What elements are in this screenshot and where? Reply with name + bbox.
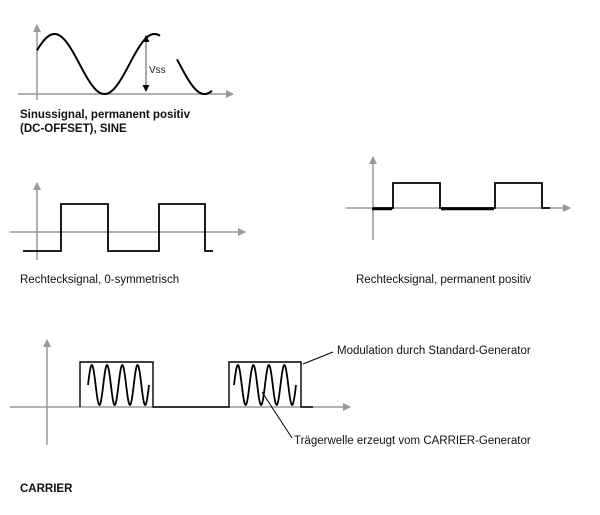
sine-curve [36, 33, 213, 95]
sine-caption-line2: (DC-OFFSET), SINE [20, 123, 127, 135]
carrier-burst-2 [233, 363, 297, 407]
square-sym-caption: Rechtecksignal, 0-symmetrisch [20, 274, 180, 286]
square-positive-panel [346, 156, 571, 240]
square-symmetric-panel [10, 182, 246, 260]
sine-panel [18, 24, 234, 100]
sine-caption-line1: Sinussignal, permanent positiv [20, 109, 190, 121]
modulation-annotation: Modulation durch Standard-Generator [337, 345, 531, 357]
modulation-envelope [79, 361, 313, 408]
carrier-burst-1 [87, 363, 150, 407]
square-pos-wave [373, 182, 550, 209]
vss-label: Vss [149, 65, 166, 76]
carrier-annotation: Trägerwelle erzeugt vom CARRIER-Generato… [294, 435, 531, 447]
square-pos-caption: Rechtecksignal, permanent positiv [356, 274, 532, 286]
carrier-pointer [261, 391, 293, 439]
square-sym-wave [23, 203, 213, 252]
carrier-panel [10, 339, 351, 445]
modulation-pointer [302, 351, 334, 365]
carrier-caption: CARRIER [20, 483, 73, 495]
